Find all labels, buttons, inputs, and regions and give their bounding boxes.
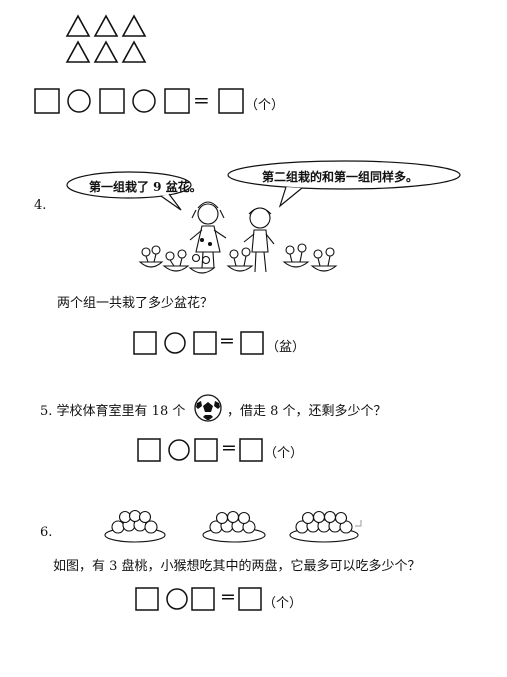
answer-box[interactable] <box>240 331 264 355</box>
operator-circle[interactable] <box>132 89 156 113</box>
peach-plates-illustration <box>104 509 362 543</box>
unit-label: （盆） <box>266 340 306 355</box>
operator-circle[interactable] <box>164 332 186 354</box>
equals-sign: = <box>221 437 237 459</box>
triangle-shape <box>121 40 147 63</box>
speech-left-text: 第一组栽了 9 盆花。 <box>89 180 202 194</box>
answer-box[interactable] <box>133 331 157 355</box>
girl-figure <box>189 201 227 269</box>
equals-sign: = <box>193 88 210 112</box>
equation-5 <box>137 438 263 462</box>
operator-circle[interactable] <box>168 439 190 461</box>
speech-bubble-right <box>227 160 461 208</box>
triangle-shape <box>121 14 147 37</box>
answer-box[interactable] <box>99 88 125 114</box>
unit-label: （个） <box>264 446 304 461</box>
equation-6 <box>135 587 262 611</box>
problem-number: 6. <box>40 525 53 540</box>
answer-box[interactable] <box>193 331 217 355</box>
answer-box[interactable] <box>194 438 218 462</box>
problem-text-after: ，借走 8 个，还剩多少个？ <box>227 404 387 419</box>
triangle-shape <box>93 14 119 37</box>
answer-box[interactable] <box>137 438 161 462</box>
answer-box[interactable] <box>239 438 263 462</box>
problem-text-before: 5. 学校体育室里有 18 个 <box>40 404 186 419</box>
children-flowers-illustration <box>138 201 338 274</box>
return-mark-icon <box>355 520 362 527</box>
equation-3 <box>34 88 244 114</box>
flower-pots <box>138 243 338 274</box>
answer-box[interactable] <box>135 587 159 611</box>
triangle-shape <box>93 40 119 63</box>
answer-box[interactable] <box>218 88 244 114</box>
triangle-shape <box>65 14 91 37</box>
question-text: 两个组一共栽了多少盆花？ <box>57 296 214 311</box>
answer-box[interactable] <box>34 88 60 114</box>
answer-box[interactable] <box>238 587 262 611</box>
equals-sign: = <box>220 586 236 608</box>
unit-label: （个） <box>263 596 303 611</box>
problem-number: 4. <box>34 198 47 213</box>
answer-box[interactable] <box>164 88 190 114</box>
equation-4 <box>133 331 264 355</box>
triangle-shape <box>65 40 91 63</box>
answer-box[interactable] <box>191 587 215 611</box>
question-text: 如图，有 3 盘桃，小猴想吃其中的两盘，它最多可以吃多少个？ <box>53 559 421 574</box>
equals-sign: = <box>219 330 235 352</box>
peach-plate <box>289 510 359 543</box>
triangle-group <box>65 14 147 63</box>
soccer-ball-icon <box>194 394 222 422</box>
speech-right-text: 第二组栽的和第一组同样多。 <box>262 170 419 184</box>
unit-label: （个） <box>245 98 285 113</box>
speech-bubble-left <box>66 171 192 211</box>
boy-figure <box>243 207 275 273</box>
peach-plate <box>104 509 166 543</box>
operator-circle[interactable] <box>67 89 91 113</box>
peach-plate <box>202 510 266 543</box>
operator-circle[interactable] <box>166 588 188 610</box>
